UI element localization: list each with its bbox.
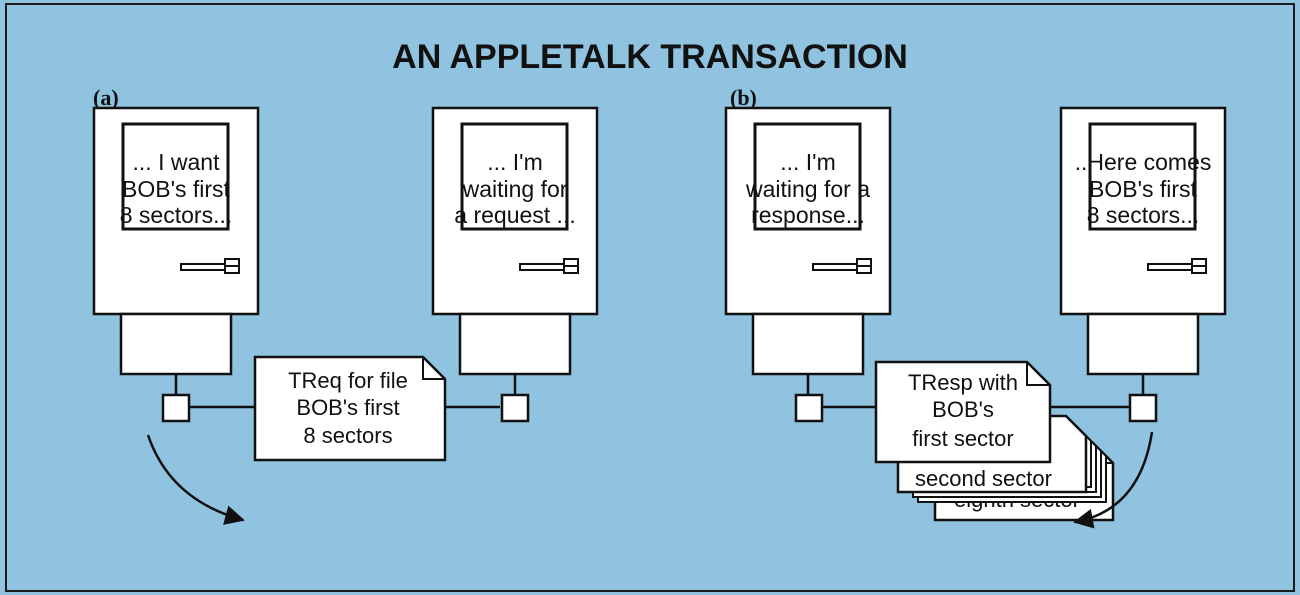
computer-base [751,312,865,376]
tresp-front-sheet [874,360,1052,464]
screen-line: 8 sectors... [120,202,232,228]
computer-base [458,312,572,376]
packet-line: TReq for file [288,368,408,393]
response-arrow [1073,431,1154,529]
floppy-slot [180,258,240,274]
computer-screen [121,122,230,231]
screen-line: BOB's first [1089,176,1198,202]
screen-line: response... [751,202,865,228]
computer-base [1086,312,1200,376]
screen-line: ..Here comes [1075,149,1212,175]
computer-base [119,312,233,376]
screen-line: BOB's first [122,176,231,202]
treq-packet: TReq for file BOB's first 8 sectors [253,355,447,462]
screen-line: waiting for a [745,176,870,202]
computer-server-responding: ..Here comes BOB's first 8 sectors... [1059,106,1227,376]
network-connector [1128,393,1158,423]
computer-screen [460,122,569,231]
floppy-slot [812,258,872,274]
packet-line: 8 sectors [303,423,392,448]
screen-line: a request ... [454,202,575,228]
screen-line: waiting for [462,176,568,202]
computer-requester: ... I want BOB's first 8 sectors... [92,106,260,376]
network-connector [794,393,824,423]
packet-line: first sector [912,426,1013,451]
panel-label-a: (a) [93,85,119,110]
packet-line: BOB's [932,397,994,422]
network-connector [500,393,530,423]
screen-line: ... I'm [780,149,836,175]
computer-screen [1088,122,1197,231]
packet-line: TResp with [908,370,1018,395]
floppy-slot [1147,258,1207,274]
computer-screen [753,122,862,231]
computer-requester-waiting: ... I'm waiting for a response... [724,106,892,376]
diagram-title: AN APPLETALK TRANSACTION [392,38,908,76]
send-arrow [146,434,245,525]
packet-line: BOB's first [296,395,399,420]
screen-line: ... I'm [487,149,543,175]
tresp-packet-stack: eighth sector second sector TResp with B… [874,360,1115,522]
floppy-slot [519,258,579,274]
computer-server-waiting: ... I'm waiting for a request ... [431,106,599,376]
network-connector [161,393,191,423]
figure-frame [5,3,1295,592]
screen-line: ... I want [133,149,221,175]
panel-label-b: (b) [730,85,757,110]
second-sector-label: second sector [915,466,1052,491]
screen-line: 8 sectors... [1087,202,1199,228]
network-cabling [174,374,1145,409]
